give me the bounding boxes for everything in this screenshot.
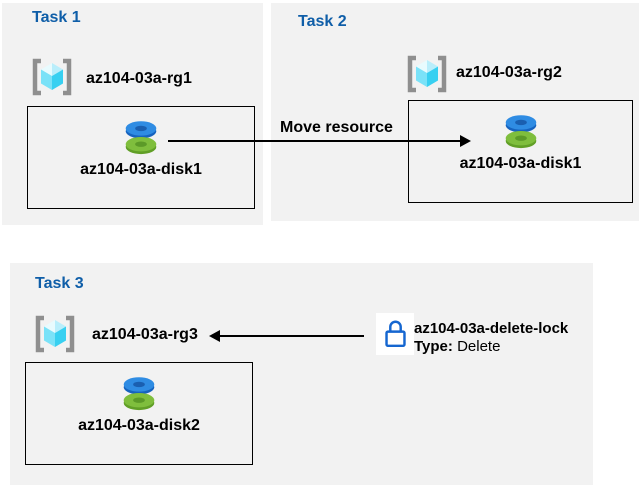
resource-group-icon [407,55,447,93]
task3-panel: Task 3 az104-03a-rg3 az104-03a-disk2 [10,263,593,485]
task2-rg-label: az104-03a-rg2 [456,64,562,81]
lock-icon-background [376,313,414,355]
task3-resource-box: az104-03a-disk2 [25,362,253,465]
task2-resource-box: az104-03a-disk1 [408,100,633,203]
lock-arrow-line [220,335,364,337]
lock-type-key: Type: [414,338,453,355]
task2-title: Task 2 [298,13,347,30]
disk-icon [125,121,157,155]
move-resource-label: Move resource [280,119,393,136]
task3-rg-label: az104-03a-rg3 [92,326,198,343]
task1-panel: Task 1 az104-03a-rg1 az104-03a-disk1 [2,3,263,225]
task1-title: Task 1 [32,9,81,26]
lock-name-label: az104-03a-delete-lock [414,320,569,337]
lock-icon [384,320,406,348]
lock-caption: az104-03a-delete-lock Type: Delete [414,320,568,356]
task2-panel: Task 2 az104-03a-rg2 az104-03a-disk1 [271,3,639,221]
task3-disk-label: az104-03a-disk2 [78,417,200,434]
resource-group-icon [32,58,72,96]
task3-title: Task 3 [35,275,84,292]
disk-icon [123,377,155,411]
task1-rg-label: az104-03a-rg1 [86,70,192,87]
disk-icon [505,115,536,149]
move-arrow-line [168,140,460,142]
lock-type-label: Type: Delete [414,338,568,356]
lock-type-value: Delete [457,338,501,355]
task1-disk-label: az104-03a-disk1 [80,161,202,178]
arrowhead-left-icon [209,330,220,342]
task2-disk-label: az104-03a-disk1 [459,155,582,172]
arrowhead-right-icon [460,135,471,147]
task1-resource-box: az104-03a-disk1 [27,106,255,209]
resource-group-icon [35,315,75,353]
